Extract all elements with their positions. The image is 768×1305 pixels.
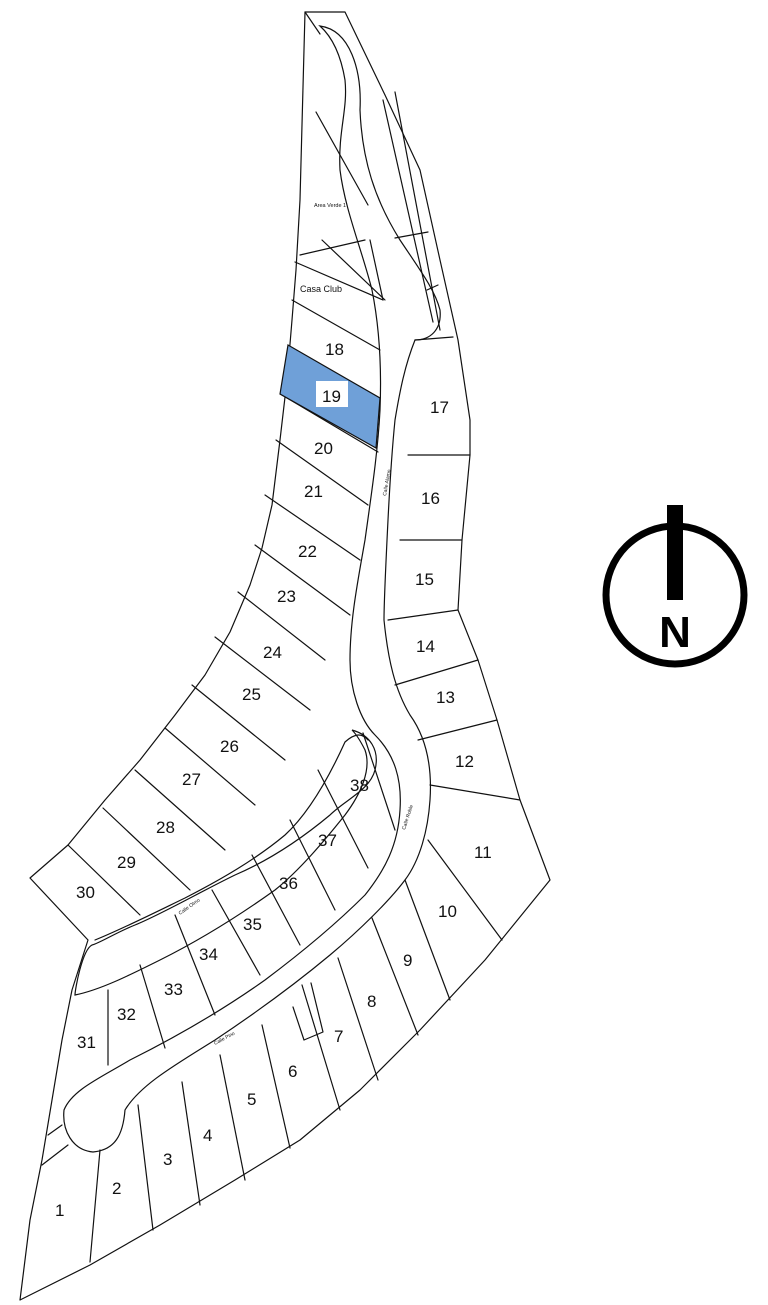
lot-label[interactable]: 8	[367, 992, 376, 1011]
area-verde-label[interactable]: Area Verde 1	[314, 203, 346, 209]
lot-label[interactable]: 15	[415, 570, 434, 589]
lot-label[interactable]: 30	[76, 883, 95, 902]
lot-19-label-box	[316, 381, 348, 407]
lot-label[interactable]: 28	[156, 818, 175, 837]
north-arrow-icon: N	[602, 505, 748, 668]
lot-label[interactable]: 24	[263, 643, 282, 662]
street-label-calle-alamo: Calle Alamo	[382, 469, 393, 497]
lot-label[interactable]: 26	[220, 737, 239, 756]
lot-label[interactable]: 33	[164, 980, 183, 999]
lot-label[interactable]: 29	[117, 853, 136, 872]
lot-label[interactable]: 25	[242, 685, 261, 704]
area-casa-club-label[interactable]: Casa Club	[300, 284, 342, 294]
lot-label[interactable]: 19	[322, 387, 341, 406]
lot-label[interactable]: 6	[288, 1062, 297, 1081]
lot-label[interactable]: 34	[199, 945, 218, 964]
north-letter: N	[659, 608, 691, 657]
street-calle-alamo	[63, 25, 441, 1153]
lot-label[interactable]: 1	[55, 1201, 64, 1220]
lot-label[interactable]: 2	[112, 1179, 121, 1198]
lot-label[interactable]: 10	[438, 902, 457, 921]
lot-label[interactable]: 21	[304, 482, 323, 501]
lot-label[interactable]: 3	[163, 1150, 172, 1169]
lot-label[interactable]: 13	[436, 688, 455, 707]
lot-labels: 1 2 3 4 5 6 7 8 9 10 11 12 13 14 15 16 1…	[55, 340, 492, 1220]
street-calle-olmo-edge	[94, 734, 369, 941]
property-boundary	[19, 11, 551, 1301]
lot-label[interactable]: 32	[117, 1005, 136, 1024]
lot-label[interactable]: 5	[247, 1090, 256, 1109]
lot-label[interactable]: 9	[403, 951, 412, 970]
lot-label[interactable]: 31	[77, 1033, 96, 1052]
lot-label[interactable]: 7	[334, 1027, 343, 1046]
lot-label[interactable]: 16	[421, 489, 440, 508]
lot-label[interactable]: 22	[298, 542, 317, 561]
lot-label[interactable]: 12	[455, 752, 474, 771]
lot-label[interactable]: 20	[314, 439, 333, 458]
lot-label[interactable]: 36	[279, 874, 298, 893]
lot-label[interactable]: 35	[243, 915, 262, 934]
lot-label[interactable]: 37	[318, 831, 337, 850]
lot-label[interactable]: 27	[182, 770, 201, 789]
lot-label[interactable]: 23	[277, 587, 296, 606]
lot-label[interactable]: 38	[350, 776, 369, 795]
lot-label[interactable]: 18	[325, 340, 344, 359]
lot-label[interactable]: 17	[430, 398, 449, 417]
lot-label[interactable]: 4	[203, 1126, 212, 1145]
lot-label[interactable]: 11	[474, 843, 492, 862]
lot-lines	[41, 11, 521, 1263]
street-calle-olmo	[74, 729, 377, 996]
lot-label[interactable]: 14	[416, 637, 435, 656]
